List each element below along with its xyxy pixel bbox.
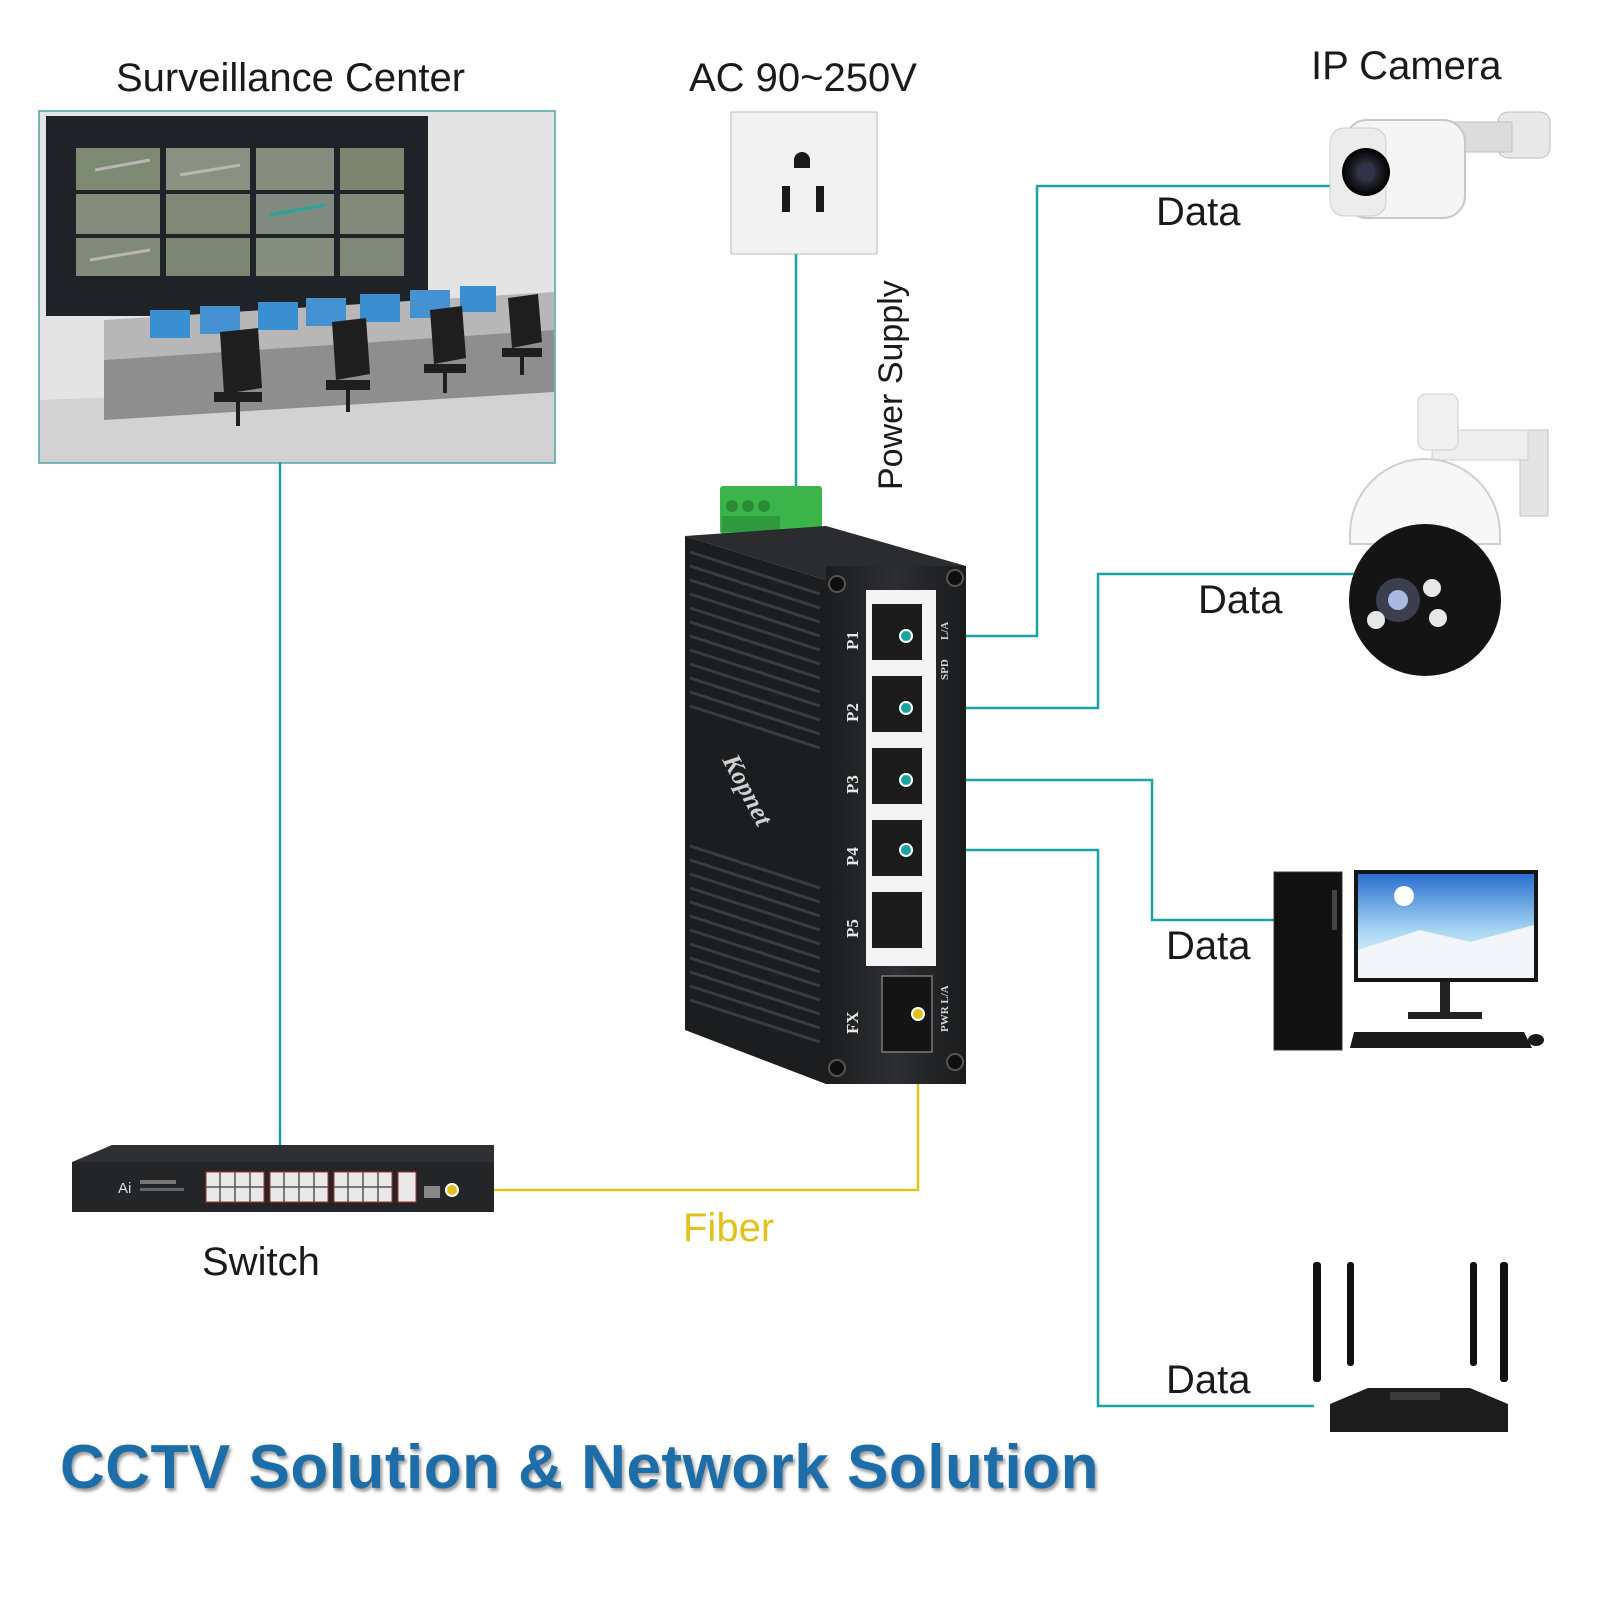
- p3-to-computer-line: [906, 778, 1275, 922]
- industrial-switch-device: P1 P2 P3 P4 P5 FX L/A SPD PWR L/A Kopnet: [685, 486, 966, 1084]
- switch-fiber-dot: [445, 1183, 459, 1197]
- port-label-p4: P4: [843, 847, 862, 866]
- video-wall-screens: [76, 148, 404, 276]
- data-label-router: Data: [1166, 1358, 1251, 1402]
- ac-power-label: AC 90~250V: [689, 56, 917, 100]
- solution-title: CCTV Solution & Network Solution: [60, 1433, 1099, 1502]
- cooling-fins: [689, 550, 821, 1044]
- fiber-label: Fiber: [683, 1206, 775, 1250]
- power-terminal-block: [720, 486, 822, 534]
- p1-to-ip-camera-line: [906, 184, 1340, 638]
- rj45-ports: [872, 604, 922, 948]
- p4-to-router-line: [906, 848, 1314, 1408]
- poe-switch: Ai: [72, 1145, 494, 1212]
- port-connection-dots: [899, 629, 913, 857]
- switch-logo: Ai: [118, 1180, 131, 1197]
- office-chairs: [214, 294, 542, 426]
- desktop-computer: [1273, 870, 1544, 1051]
- data-label-computer: Data: [1166, 924, 1251, 968]
- wall-outlet: [730, 111, 878, 255]
- led-label-la: L/A: [939, 622, 951, 640]
- ip-bullet-camera: [1329, 111, 1551, 219]
- led-labels: L/A SPD PWR L/A: [939, 622, 951, 1032]
- surveillance-center-image: [38, 110, 556, 464]
- port-label-p3: P3: [843, 775, 862, 794]
- fx-connection-dot: [911, 1007, 925, 1021]
- port-label-p1: P1: [843, 631, 862, 650]
- ptz-dome-camera: [1349, 393, 1549, 676]
- power-supply-label: Power Supply: [872, 280, 910, 490]
- port-label-fx: FX: [843, 1011, 862, 1034]
- surveillance-center-label: Surveillance Center: [116, 56, 466, 100]
- led-label-pwr-la: PWR L/A: [939, 985, 951, 1032]
- port-label-p5: P5: [843, 919, 862, 938]
- wifi-router: [1313, 1262, 1508, 1432]
- data-lines: [278, 184, 1354, 1408]
- port-labels: P1 P2 P3 P4 P5 FX: [843, 631, 862, 1034]
- switch-label: Switch: [202, 1240, 320, 1284]
- data-label-dome-camera: Data: [1198, 578, 1283, 622]
- port-label-p2: P2: [843, 703, 862, 722]
- p2-to-dome-camera-line: [906, 572, 1354, 710]
- data-label-ip-camera: Data: [1156, 190, 1241, 234]
- led-label-spd: SPD: [939, 659, 951, 680]
- ip-camera-label: IP Camera: [1311, 44, 1502, 88]
